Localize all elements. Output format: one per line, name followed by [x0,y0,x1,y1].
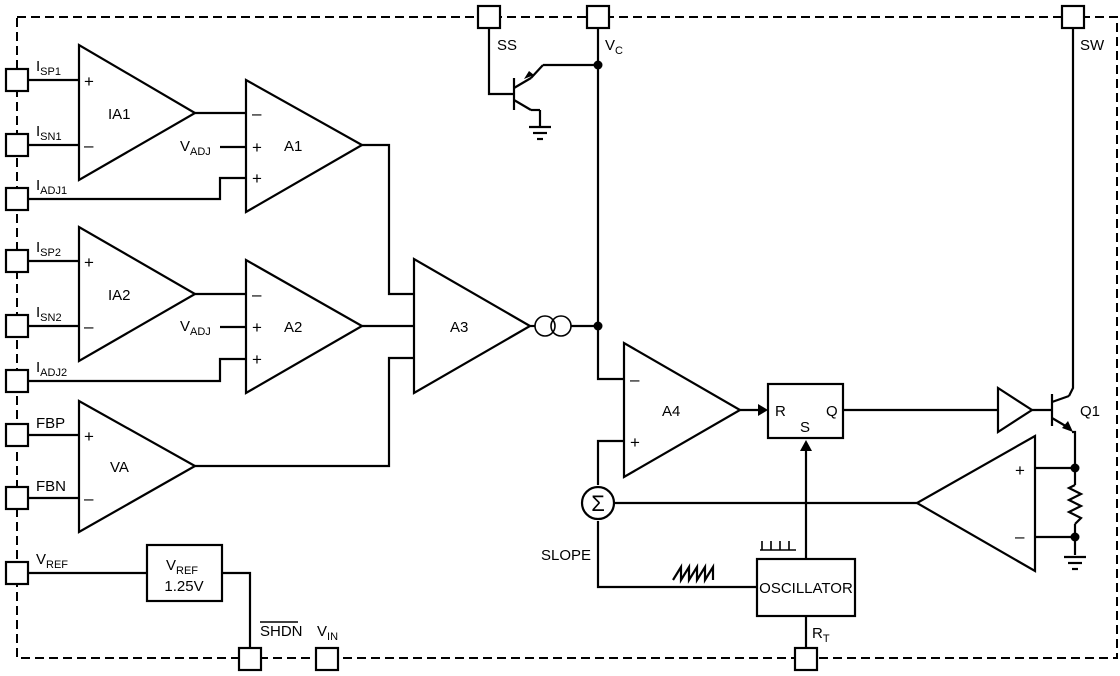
amplifier-a3: A3 [412,257,533,395]
oscillator-label: OSCILLATOR [759,580,853,597]
pin-vc[interactable] [585,4,611,30]
svg-text:S: S [800,419,810,436]
label-fbp: FBP [36,415,65,432]
svg-text:+: + [630,433,640,452]
pin-rt[interactable] [793,646,819,672]
svg-text:–: – [252,285,262,304]
svg-text:+: + [1015,461,1025,480]
svg-text:+: + [84,72,94,91]
driver-buffer [996,385,1035,435]
arrow-up-icon [800,440,812,451]
label-vc: VC [605,37,623,57]
svg-text:+: + [84,253,94,272]
svg-text:–: – [84,136,94,155]
oscillator-block: OSCILLATOR [755,557,857,618]
a3-label: A3 [450,319,468,336]
vref-block: VREF 1.25V [145,543,224,603]
pin-isn2[interactable] [4,313,30,339]
pin-fbp[interactable] [4,422,30,448]
ground-icon [1064,555,1086,571]
pulse-train-icon [760,541,796,551]
svg-text:R: R [775,403,786,420]
svg-text:+: + [84,427,94,446]
transistor-q1 [1050,394,1073,432]
ia2-label: IA2 [108,287,131,304]
transconductance-symbol [534,315,572,337]
pin-isp1[interactable] [4,67,30,93]
pin-vref[interactable] [4,560,30,586]
pin-fbn[interactable] [4,485,30,511]
a1-label: A1 [284,138,302,155]
chip-boundary [16,16,1118,659]
pin-isn1[interactable] [4,132,30,158]
junction-dots [593,60,1080,542]
a2-label: A2 [284,319,302,336]
pin-iadj2[interactable] [4,368,30,394]
label-vadj2: VADJ [180,318,211,338]
va-label: VA [110,459,129,476]
svg-text:1.25V: 1.25V [164,578,203,595]
label-fbn: FBN [36,478,66,495]
current-sense-amplifier: + – [914,434,1037,573]
pin-iadj1[interactable] [4,186,30,212]
svg-text:–: – [84,317,94,336]
sawtooth-icon [672,563,715,584]
summing-junction: Σ [580,485,616,521]
label-vref: VREF [36,551,68,571]
amplifier-a2: – + + A2 [244,258,365,395]
label-vadj1: VADJ [180,138,211,158]
amplifier-ia1: + – IA1 [77,43,198,182]
pin-ss[interactable] [476,4,502,30]
pin-vin[interactable] [314,646,340,672]
label-iadj2: IADJ2 [36,359,67,379]
a4-label: A4 [662,403,680,420]
amplifier-ia2: + – IA2 [77,225,198,363]
label-isp1: ISP1 [36,58,61,78]
label-isn2: ISN2 [36,304,62,324]
label-ss: SS [497,37,517,54]
arrow-icon [758,404,768,416]
sense-resistor [1066,484,1084,525]
svg-text:–: – [84,489,94,508]
svg-text:+: + [252,169,262,188]
svg-text:+: + [252,138,262,157]
pin-isp2[interactable] [4,248,30,274]
pins [4,4,1086,672]
svg-text:–: – [1015,527,1025,546]
sr-latch: R Q S [766,382,845,440]
soft-start-transistor [512,64,544,126]
ground-icon [529,125,551,141]
svg-text:+: + [252,318,262,337]
label-sw: SW [1080,37,1105,54]
comparator-a4: – + A4 [622,341,743,479]
label-slope: SLOPE [541,547,591,564]
svg-text:–: – [252,104,262,123]
label-rt: RT [812,625,830,645]
label-isn1: ISN1 [36,123,62,143]
svg-text:+: + [252,350,262,369]
signal-labels: VADJ VADJ SLOPE [180,138,591,564]
pin-shdn[interactable] [237,646,263,672]
amplifier-a1: – + + A1 [244,78,365,214]
svg-text:Σ: Σ [591,491,605,516]
label-shdn: SHDN [260,623,303,640]
svg-text:Q: Q [826,403,838,420]
label-vin: VIN [317,623,338,643]
label-isp2: ISP2 [36,239,61,259]
svg-text:–: – [630,370,640,389]
q1-label: Q1 [1080,403,1100,420]
svg-text:VREF: VREF [166,557,198,577]
pin-labels: ISP1 ISN1 IADJ1 ISP2 ISN2 IADJ2 FBP FBN … [36,37,1105,645]
pin-sw[interactable] [1060,4,1086,30]
wires [28,28,1077,648]
ia1-label: IA1 [108,106,131,123]
label-iadj1: IADJ1 [36,177,67,197]
amplifier-va: + – VA [77,399,198,534]
